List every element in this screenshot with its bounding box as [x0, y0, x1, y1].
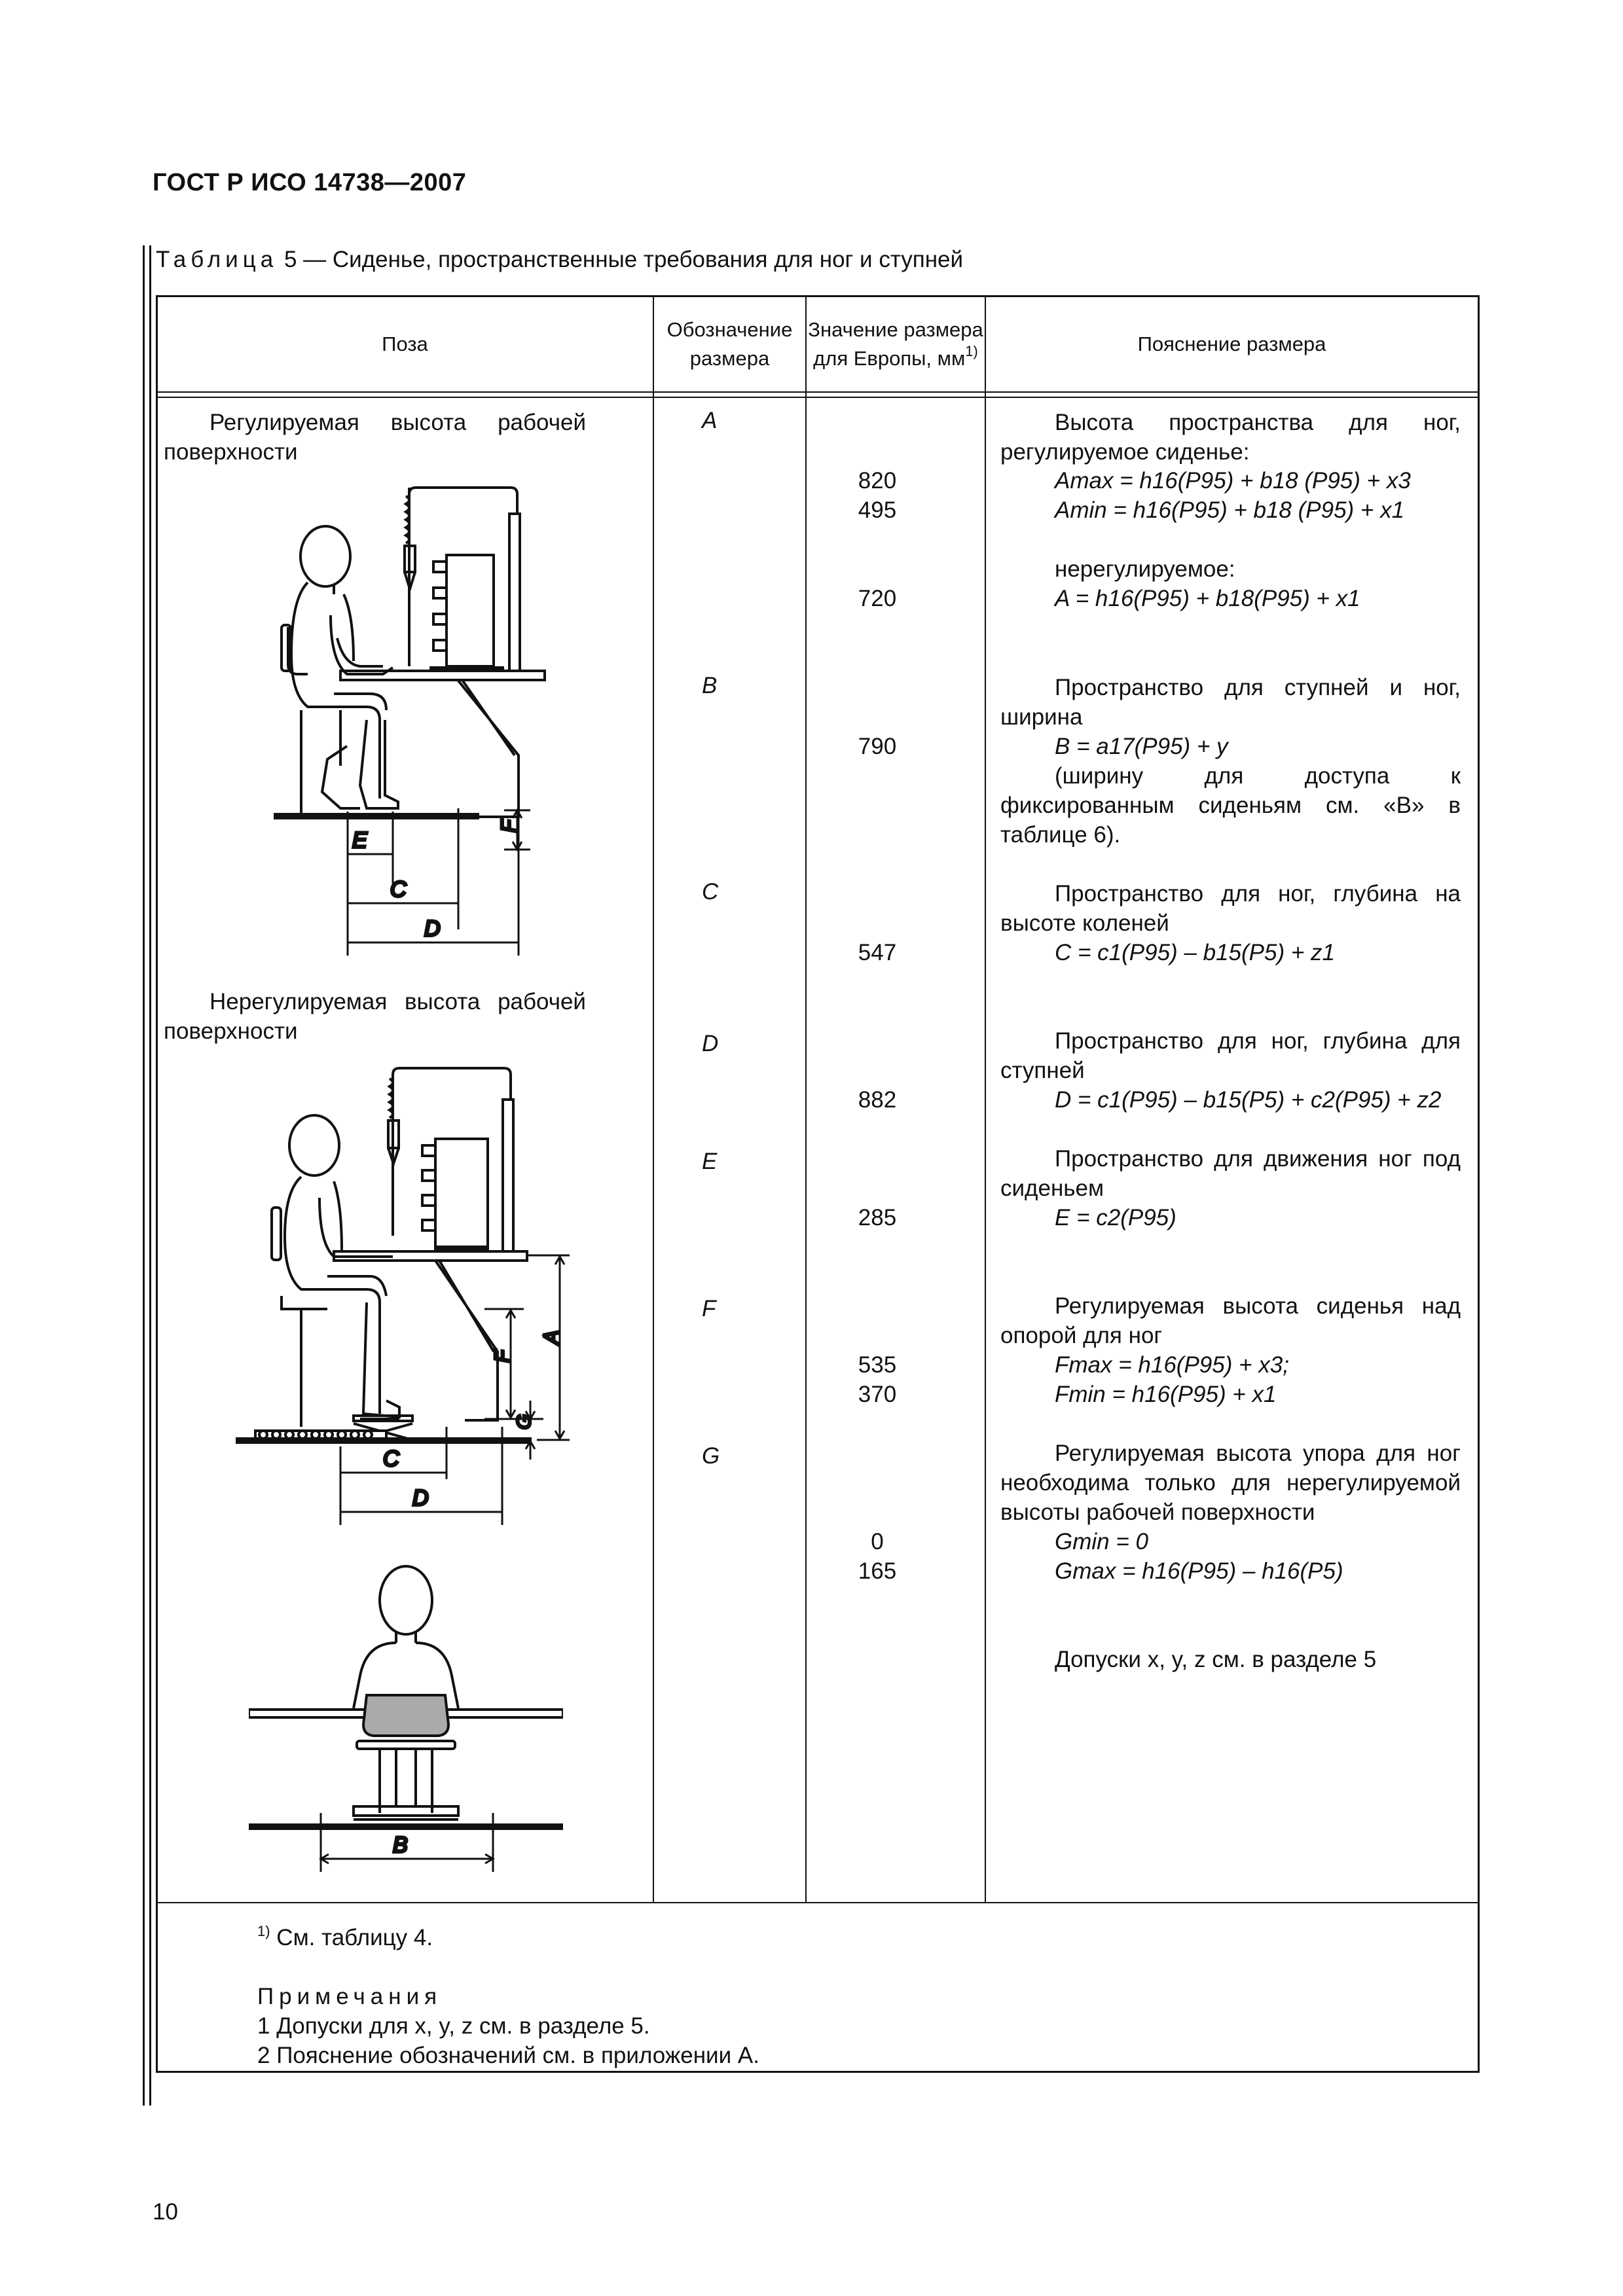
pose-label-non-adjustable: Нерегулируемая высота рабочей поверхност…	[164, 989, 586, 1044]
dim-label-D: D	[424, 916, 441, 941]
dim-label-E: E	[352, 828, 367, 853]
explanation-a-fixed-title: нерегулируемое:	[1055, 556, 1235, 582]
explanation-d-formula: D = c1(P95) – b15(P5) + c2(P95) + z2	[1055, 1087, 1442, 1113]
column-header-explanation: Пояснение размера	[1137, 332, 1326, 355]
dim-label-B: B	[393, 1833, 408, 1857]
pose-label-adjustable: Регулируемая высота рабочей поверхности	[164, 410, 586, 465]
explanation-a-title: Высота пространства для ног, регулируемо…	[1000, 410, 1461, 465]
explanation-f-title: Регулируемая высота сиденья над опорой д…	[1000, 1293, 1461, 1348]
figure-adjustable-side-view: F E C D	[262, 484, 602, 959]
explanation-g-min: Gmin = 0	[1055, 1529, 1148, 1554]
footnote-reference: 1) См. таблицу 4.	[257, 1923, 433, 1951]
explanation-e-title: Пространство для движения ног под сидень…	[1000, 1146, 1461, 1201]
value-g-max: 165	[858, 1558, 897, 1584]
value-c: 547	[858, 940, 897, 965]
value-a-min: 495	[858, 497, 897, 523]
dim-label-G: G	[513, 1414, 535, 1429]
value-d: 882	[858, 1087, 897, 1113]
explanation-a-fixed: A = h16(P95) + b18(P95) + x1	[1055, 586, 1360, 611]
designation-A: A	[702, 408, 718, 433]
explanation-tolerances: Допуски x, y, z см. в разделе 5	[1055, 1647, 1377, 1672]
explanation-g-title: Регулируемая высота упора для ног необхо…	[1000, 1441, 1461, 1525]
value-e: 285	[858, 1205, 897, 1230]
explanation-b-formula: B = a17(P95) + y	[1055, 734, 1228, 759]
figure-front-view: B	[247, 1545, 564, 1888]
table-border-right	[1478, 295, 1480, 2073]
designation-G: G	[702, 1443, 720, 1469]
dim-label-D: D	[412, 1486, 429, 1511]
explanation-b-title: Пространство для ступней и ног, ширина	[1000, 675, 1461, 730]
explanation-a-max: Amax = h16(P95) + b18 (P95) + x3	[1055, 468, 1411, 493]
dim-label-C: C	[390, 877, 407, 902]
column-header-pose: Поза	[382, 332, 428, 355]
page-number: 10	[153, 2199, 178, 2225]
table-border-bottom	[156, 2071, 1480, 2073]
table-border-top	[156, 295, 1480, 297]
note-1: 1 Допуски для x, y, z см. в разделе 5.	[257, 2013, 650, 2039]
table-border-left	[156, 295, 158, 2073]
designation-E: E	[702, 1149, 718, 1174]
value-a-max: 820	[858, 468, 897, 493]
dim-label-F: F	[490, 1348, 514, 1363]
header-divider	[156, 391, 1480, 393]
value-f-min: 370	[858, 1382, 897, 1407]
value-b: 790	[858, 734, 897, 759]
explanation-b-note: (ширину для доступа к фиксированным сиде…	[1000, 763, 1461, 848]
column-divider	[653, 295, 654, 1903]
value-g-min: 0	[871, 1529, 884, 1554]
designation-B: B	[702, 673, 718, 698]
explanation-e-formula: E = c2(P95)	[1055, 1205, 1176, 1230]
designation-C: C	[702, 879, 719, 905]
explanation-c-title: Пространство для ног, глубина на высоте …	[1000, 881, 1461, 936]
designation-F: F	[702, 1296, 716, 1321]
explanation-c-formula: C = c1(P95) – b15(P5) + z1	[1055, 940, 1335, 965]
svg-text:F: F	[497, 818, 520, 833]
column-header-value: Значение размера для Европы, мм1)	[808, 318, 983, 370]
figure-non-adjustable-side-view: F A G C D	[234, 1060, 622, 1535]
revision-bar	[143, 245, 145, 2106]
value-f-max: 535	[858, 1352, 897, 1378]
notes-title: Примечания	[257, 1984, 443, 2009]
header-divider	[156, 397, 1480, 398]
explanation-f-min: Fmin = h16(P95) + x1	[1055, 1382, 1277, 1407]
note-2: 2 Пояснение обозначений см. в приложении…	[257, 2043, 759, 2068]
explanation-f-max: Fmax = h16(P95) + x3;	[1055, 1352, 1289, 1378]
column-divider	[985, 295, 986, 1903]
revision-bar	[149, 245, 151, 2106]
table-caption: Таблица 5 — Сиденье, пространственные тр…	[156, 247, 964, 272]
explanation-a-min: Amin = h16(P95) + b18 (P95) + x1	[1055, 497, 1405, 523]
dim-label-A: A	[539, 1331, 563, 1346]
column-divider	[805, 295, 807, 1903]
explanation-g-max: Gmax = h16(P95) – h16(P5)	[1055, 1558, 1343, 1584]
footnote-divider	[156, 1902, 1480, 1903]
value-a-fixed: 720	[858, 586, 897, 611]
column-header-designation: Обозначение размера	[666, 318, 793, 370]
designation-D: D	[702, 1031, 719, 1056]
dim-label-C: C	[383, 1446, 399, 1471]
standard-header: ГОСТ Р ИСО 14738—2007	[153, 169, 467, 196]
explanation-d-title: Пространство для ног, глубина для ступне…	[1000, 1028, 1461, 1083]
